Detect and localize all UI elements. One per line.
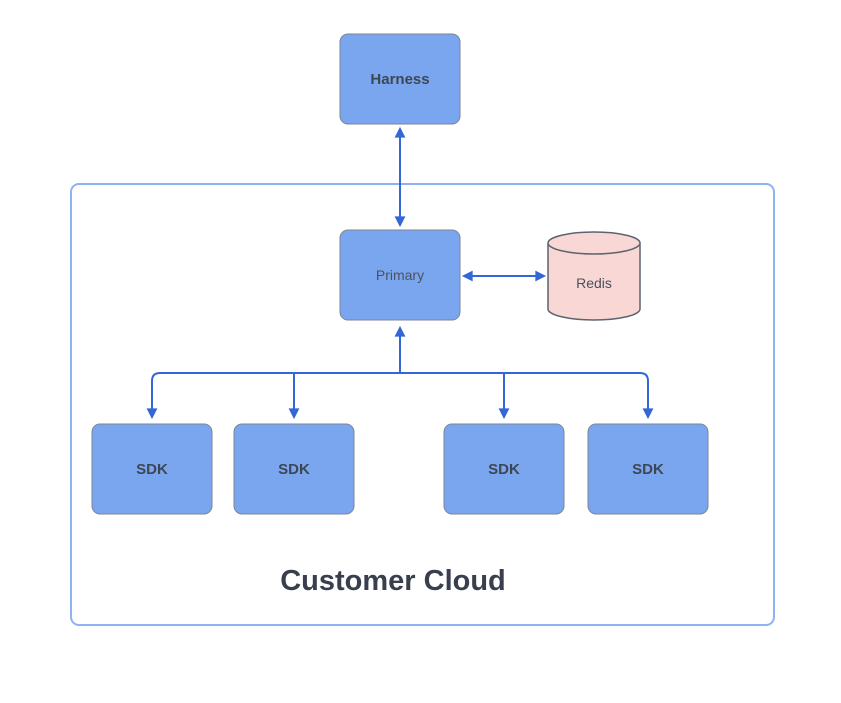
edge-tree-bus: [146, 372, 654, 420]
sdk3-label: SDK: [488, 461, 520, 478]
sdk2-box: [233, 423, 355, 515]
node-redis: Redis: [547, 231, 641, 321]
harness-label: Harness: [370, 71, 429, 88]
customer-cloud-title: Customer Cloud: [280, 565, 506, 597]
sdk1-label: SDK: [136, 461, 168, 478]
primary-label: Primary: [376, 267, 424, 283]
redis-cylinder-body: [547, 243, 641, 321]
sdk4-box: [587, 423, 709, 515]
customer-cloud-container: [70, 183, 775, 626]
node-sdk2: SDK: [233, 423, 355, 515]
sdk3-box: [443, 423, 565, 515]
primary-box: [339, 229, 461, 321]
node-harness: Harness: [339, 33, 461, 125]
node-sdk4: SDK: [587, 423, 709, 515]
sdk2-label: SDK: [278, 461, 310, 478]
redis-label: Redis: [576, 275, 612, 291]
node-primary: Primary: [339, 229, 461, 321]
node-sdk1: SDK: [91, 423, 213, 515]
sdk1-box: [91, 423, 213, 515]
node-sdk3: SDK: [443, 423, 565, 515]
redis-cylinder-top: [547, 231, 641, 255]
harness-box: [339, 33, 461, 125]
sdk4-label: SDK: [632, 461, 664, 478]
